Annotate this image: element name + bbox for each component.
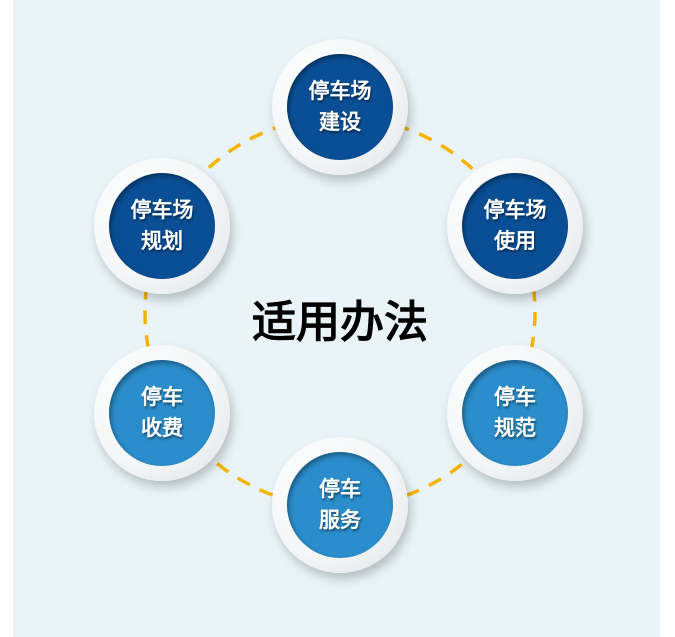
- node-label-line2: 服务: [319, 508, 361, 532]
- node-label-line2: 建设: [319, 110, 361, 134]
- node-label-line1: 停车场: [130, 198, 194, 222]
- node-label-line1: 停车: [141, 385, 183, 409]
- node-parking-norms: 停车规范: [447, 345, 583, 481]
- node-parking-construction: 停车场建设: [272, 39, 408, 175]
- node-parking-use: 停车场使用: [447, 158, 583, 294]
- node-label-line2: 使用: [494, 229, 536, 253]
- node-label-line1: 停车场: [308, 79, 372, 103]
- node-parking-service: 停车服务: [272, 437, 408, 573]
- node-parking-planning: 停车场规划: [94, 158, 230, 294]
- node-parking-fees: 停车收费: [94, 345, 230, 481]
- node-label-line2: 规范: [494, 416, 536, 440]
- node-label-line2: 规划: [141, 229, 183, 253]
- node-label-line1: 停车: [494, 385, 536, 409]
- diagram-title: 适用办法: [252, 297, 428, 348]
- node-label-line1: 停车: [319, 477, 361, 501]
- node-label-line1: 停车场: [483, 198, 547, 222]
- node-label-line2: 收费: [141, 416, 183, 440]
